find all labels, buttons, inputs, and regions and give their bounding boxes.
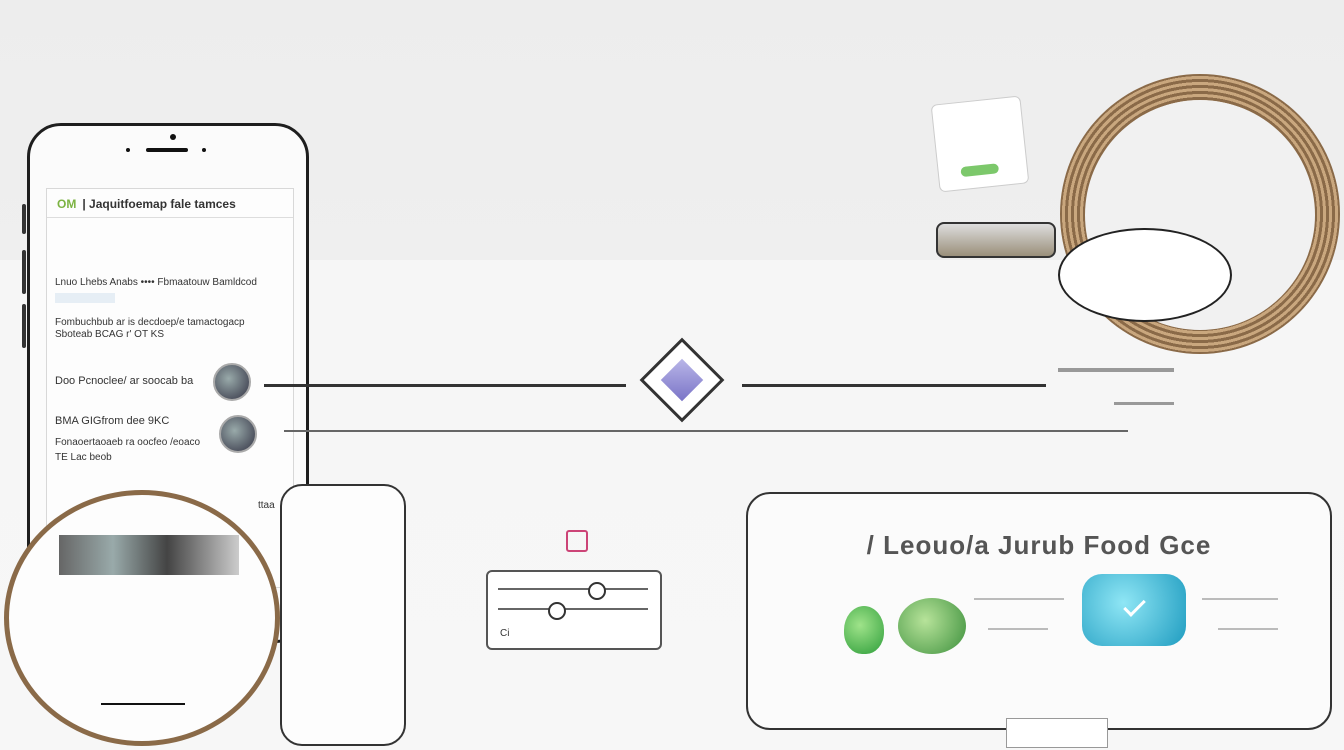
- pin-icon: [1058, 368, 1174, 372]
- avatar: [219, 415, 257, 453]
- app-header: OM | Jaquitfoemap fale tamces: [57, 197, 236, 211]
- divider: [101, 703, 185, 705]
- card-title: / Leouo/a Jurub Food Gce: [866, 530, 1212, 560]
- circle-map-panel: [4, 490, 280, 746]
- connector-line: [742, 384, 1046, 387]
- divider: [1202, 598, 1278, 600]
- slider-track[interactable]: [498, 608, 648, 610]
- slider-knob[interactable]: [548, 602, 566, 620]
- photo-icon: [660, 358, 704, 402]
- food-card[interactable]: / Leouo/a Jurub Food Gce: [746, 492, 1332, 730]
- tablet-panel: [280, 484, 406, 746]
- note-card: [930, 95, 1030, 193]
- connector-line: [284, 430, 1128, 432]
- settings-widget[interactable]: Ci: [486, 530, 666, 660]
- app-logo: OM: [57, 197, 77, 211]
- widget-label: Ci: [500, 628, 510, 639]
- pin-icon: [1114, 402, 1174, 405]
- phone-volume-button: [22, 250, 26, 294]
- leaf-icon: [898, 598, 966, 654]
- leaf-icon: [844, 606, 884, 654]
- list-item[interactable]: BMA GIGfrom dee 9KC: [55, 415, 170, 427]
- slider-track[interactable]: [498, 588, 648, 590]
- connector-line: [264, 384, 626, 387]
- check-badge-icon: [1082, 574, 1186, 646]
- phone-side-button: [22, 304, 26, 348]
- list-item[interactable]: Sboteab BCAG r' OT KS: [55, 329, 164, 340]
- list-item[interactable]: Fonaoertaoaeb ra oocfeo /eoaco: [55, 437, 201, 448]
- app-icon: [566, 530, 588, 552]
- phone-camera: [170, 134, 176, 140]
- phone-speaker: [146, 148, 188, 152]
- check-icon: [1123, 594, 1146, 617]
- device-dock: [1006, 718, 1108, 748]
- avatar: [213, 363, 251, 401]
- slider-knob[interactable]: [588, 582, 606, 600]
- connector-plug-icon: [936, 222, 1056, 258]
- phone-sensor: [126, 148, 130, 152]
- list-item[interactable]: Doo Pcnoclee/ ar soocab ba: [55, 375, 194, 387]
- phone-sensor: [202, 148, 206, 152]
- divider: [974, 598, 1064, 600]
- list-item[interactable]: Fombuchbub ar is decdoep/e tamactogacp: [55, 317, 245, 328]
- diamond-node-icon: [639, 337, 725, 423]
- slider-panel: Ci: [486, 570, 662, 650]
- divider: [1218, 628, 1278, 630]
- list-item[interactable]: Lnuo Lhebs Anabs •••• Fbmaatouw Bamldcod: [55, 277, 257, 288]
- placeholder-bar: [55, 293, 115, 303]
- divider: [47, 217, 293, 218]
- oval-pad: [1058, 228, 1232, 322]
- divider: [988, 628, 1048, 630]
- list-item[interactable]: TE Lac beob: [55, 452, 112, 463]
- landscape-icon: [59, 535, 239, 575]
- phone-footer-text: ttaa: [258, 500, 275, 511]
- phone-volume-button: [22, 204, 26, 234]
- app-title: | Jaquitfoemap fale tamces: [82, 197, 236, 211]
- status-pill: [960, 163, 1000, 178]
